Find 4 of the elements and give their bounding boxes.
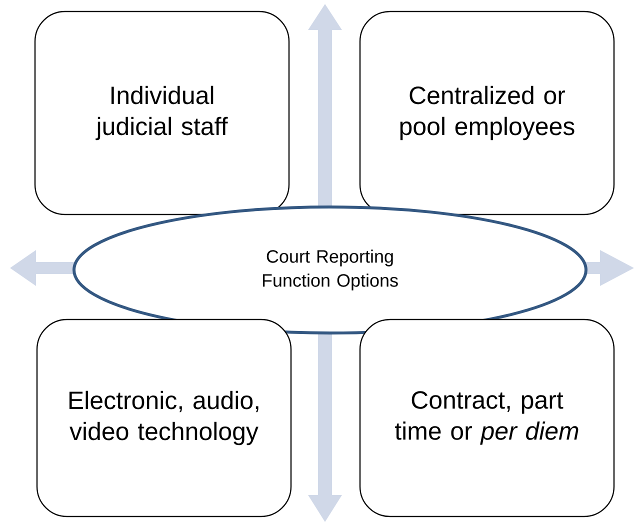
option-box: Centralized or pool employees (359, 10, 615, 216)
option-box: Contract, part time or per diem (359, 318, 615, 518)
option-box: Individual judicial staff (34, 10, 290, 216)
option-box: Electronic, audio, video technology (36, 318, 292, 518)
